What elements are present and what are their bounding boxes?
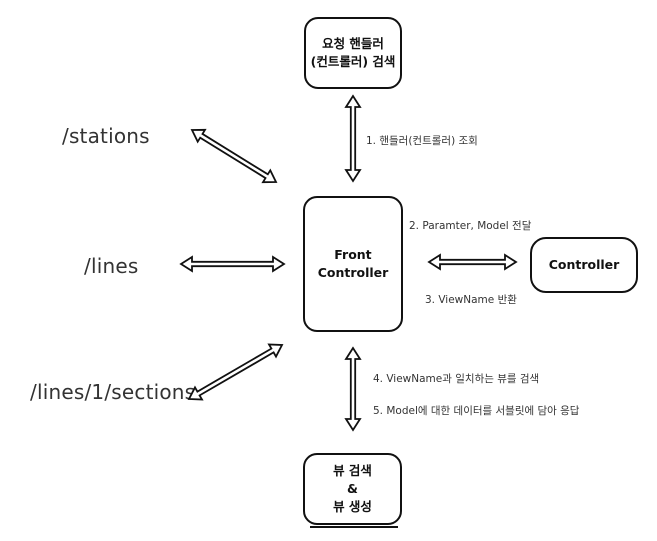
route-sections: /lines/1/sections [30, 380, 196, 404]
arrow-sections-front [187, 343, 284, 401]
request-handler-box: 요청 핸들러 (컨트롤러) 검색 [304, 17, 402, 89]
arrow-front-controller [427, 253, 518, 271]
controller-label: Controller [548, 257, 620, 272]
step-2-label: 2. Paramter, Model 전달 [409, 220, 532, 232]
step-4-label: 4. ViewName과 일치하는 뷰를 검색 [373, 373, 540, 385]
route-lines: /lines [84, 254, 139, 278]
underline-divider [310, 526, 398, 528]
arrow-stations-front [190, 128, 278, 184]
front-controller-box: Front Controller [303, 196, 403, 332]
arrow-handler-front [344, 94, 362, 183]
step-1-label: 1. 핸들러(컨트롤러) 조회 [366, 135, 478, 147]
front-controller-label: Front Controller [317, 247, 389, 280]
route-stations: /stations [62, 124, 150, 148]
arrow-front-view [344, 346, 362, 432]
view-box-label: 뷰 검색 & 뷰 생성 [333, 463, 372, 514]
step-5-label: 5. Model에 대한 데이터를 서블릿에 담아 응답 [373, 405, 580, 417]
step-3-label: 3. ViewName 반환 [425, 294, 517, 306]
controller-box: Controller [530, 237, 638, 293]
arrow-lines-front [179, 255, 286, 273]
view-box: 뷰 검색 & 뷰 생성 [303, 453, 402, 525]
request-handler-label: 요청 핸들러 (컨트롤러) 검색 [310, 36, 396, 69]
